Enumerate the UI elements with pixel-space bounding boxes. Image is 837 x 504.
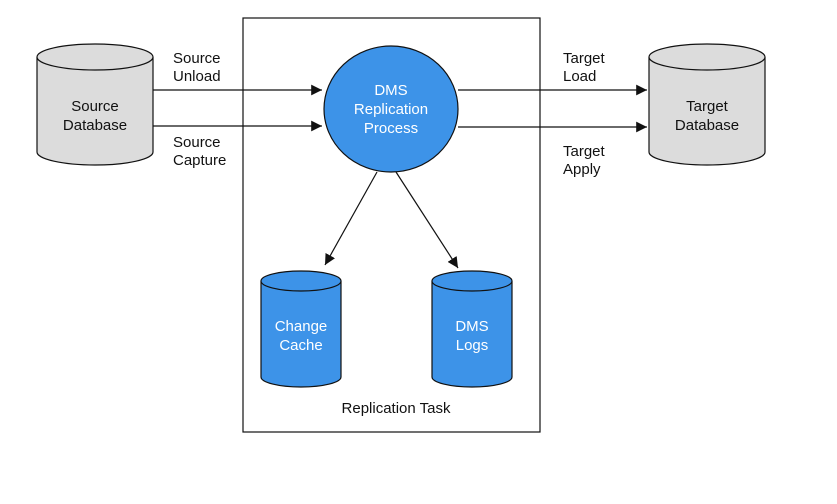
source-unload-label-line1: Source — [173, 50, 221, 67]
target-database-label-line2: Database — [675, 117, 739, 134]
dms-logs-label-line1: DMS — [455, 318, 488, 335]
change-cache-label-line2: Cache — [279, 337, 322, 354]
source-capture-label-line1: Source — [173, 134, 221, 151]
target-database-label-line1: Target — [686, 98, 729, 115]
replication-task-label: Replication Task — [342, 400, 451, 417]
source-database: Source Database — [36, 43, 154, 166]
target-database: Target Database — [648, 43, 766, 166]
dms-logs: DMS Logs — [431, 270, 513, 388]
dms-logs-label-line2: Logs — [456, 337, 489, 354]
source-database-label-line1: Source — [71, 98, 119, 115]
process-to-change-cache-arrow — [324, 171, 378, 266]
change-cache-label-line1: Change — [275, 318, 328, 335]
change-cache: Change Cache — [260, 270, 342, 388]
source-capture-label-line2: Capture — [173, 152, 226, 169]
source-capture-label: Source Capture — [173, 134, 226, 169]
target-load-label-line2: Load — [563, 68, 596, 85]
process-label-line2: Replication — [354, 101, 428, 118]
target-apply-label: Target Apply — [563, 143, 606, 178]
source-unload-label: Source Unload — [173, 50, 221, 85]
target-load-label: Target Load — [563, 50, 606, 85]
target-load-label-line1: Target — [563, 50, 606, 67]
source-database-label-line2: Database — [63, 117, 127, 134]
target-apply-label-line2: Apply — [563, 161, 601, 178]
process-to-dms-logs-arrow — [395, 171, 459, 269]
process-label-line3: Process — [364, 120, 418, 137]
dms-replication-process: DMS Replication Process — [323, 45, 459, 173]
process-label-line1: DMS — [374, 82, 407, 99]
source-unload-label-line2: Unload — [173, 68, 221, 85]
target-apply-label-line1: Target — [563, 143, 606, 160]
